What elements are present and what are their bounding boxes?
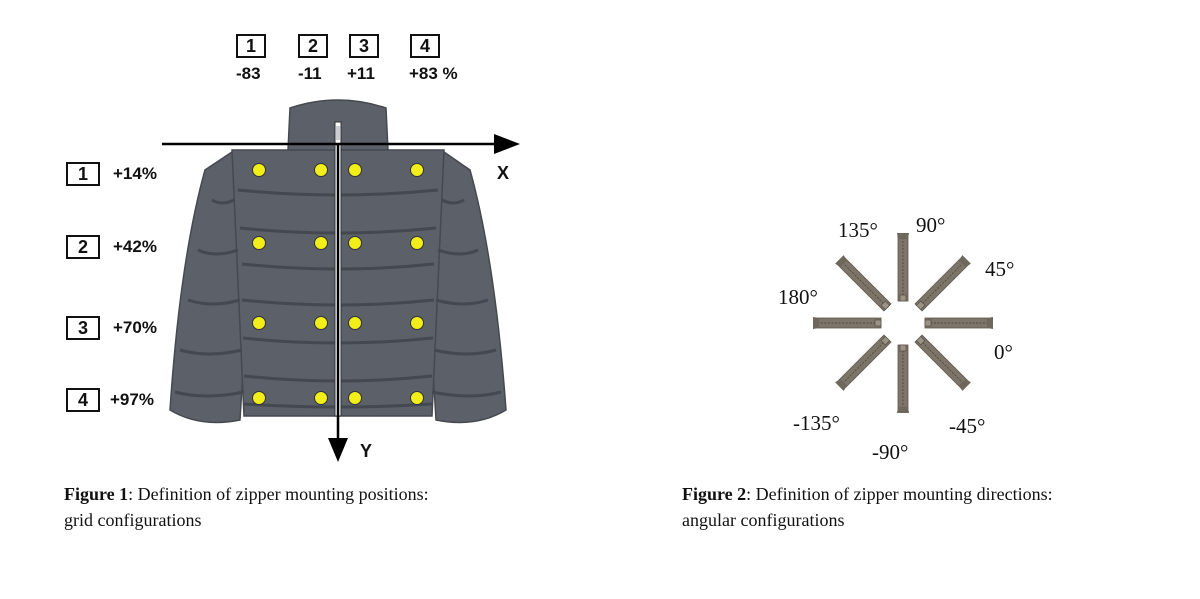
figure-2-caption-label: Figure 2 [682, 484, 747, 504]
marker-r1-c1 [252, 163, 266, 177]
marker-r1-c3 [348, 163, 362, 177]
zipper-90deg [896, 232, 910, 302]
marker-r1-c4 [410, 163, 424, 177]
zipper-neg90deg [896, 344, 910, 414]
column-header-value-2: -11 [298, 64, 322, 83]
angle-label-neg90: -90° [872, 440, 909, 464]
column-header-value-4: +83 % [409, 64, 458, 83]
marker-r2-c3 [348, 236, 362, 250]
jacket-right-sleeve [429, 150, 507, 424]
figure-1-caption-label: Figure 1 [64, 484, 129, 504]
marker-r1-c2 [314, 163, 328, 177]
column-header-box-3: 3 [349, 34, 379, 58]
figure-1-caption-text-line2: grid configurations [64, 510, 202, 530]
angle-label-45: 45° [985, 257, 1015, 281]
angle-label-neg135: -135° [793, 411, 840, 435]
column-header-value-1: -83 [236, 64, 261, 83]
figure-1-caption: Figure 1: Definition of zipper mounting … [64, 481, 524, 533]
figure-1-caption-text: : Definition of zipper mounting position… [128, 484, 429, 504]
row-header-value-1: +14% [113, 164, 157, 183]
marker-r2-c4 [410, 236, 424, 250]
zipper-135deg [834, 254, 893, 313]
jacket-left-sleeve [169, 150, 247, 424]
marker-r4-c4 [410, 391, 424, 405]
row-header-value-4: +97% [110, 390, 154, 409]
zipper-neg135deg [834, 333, 893, 392]
angle-label-135: 135° [838, 218, 878, 242]
row-header-box-4: 4 [66, 388, 100, 412]
marker-r4-c2 [314, 391, 328, 405]
zipper-neg45deg [913, 333, 972, 392]
angle-label-90: 90° [916, 213, 946, 237]
marker-r3-c1 [252, 316, 266, 330]
column-header-box-1: 1 [236, 34, 266, 58]
column-header-value-3: +11 [347, 64, 375, 83]
y-axis-label: Y [360, 441, 373, 461]
row-header-box-1: 1 [66, 162, 100, 186]
figure-2-caption-text: : Definition of zipper mounting directio… [746, 484, 1053, 504]
mounting-markers [252, 163, 424, 405]
zipper-45deg [913, 254, 972, 313]
column-header-box-4: 4 [410, 34, 440, 58]
marker-r2-c1 [252, 236, 266, 250]
marker-r3-c3 [348, 316, 362, 330]
row-header-box-3: 3 [66, 316, 100, 340]
figure-2-caption-text-line2: angular configurations [682, 510, 845, 530]
marker-r4-c3 [348, 391, 362, 405]
angle-label-neg45: -45° [949, 414, 986, 438]
row-header-value-2: +42% [113, 237, 157, 256]
zipper-0deg [924, 316, 994, 330]
angle-label-180: 180° [778, 285, 818, 309]
zipper-180deg [812, 316, 882, 330]
row-header-value-3: +70% [113, 318, 157, 337]
x-axis-arrow-icon [494, 134, 520, 154]
row-header-box-2: 2 [66, 235, 100, 259]
column-header-box-2: 2 [298, 34, 328, 58]
marker-r3-c4 [410, 316, 424, 330]
x-axis-label: X [497, 163, 510, 183]
marker-r3-c2 [314, 316, 328, 330]
angle-label-0: 0° [994, 340, 1013, 364]
marker-r4-c1 [252, 391, 266, 405]
marker-r2-c2 [314, 236, 328, 250]
y-axis-arrow-icon [328, 438, 348, 462]
figure-2-caption: Figure 2: Definition of zipper mounting … [682, 481, 1152, 533]
